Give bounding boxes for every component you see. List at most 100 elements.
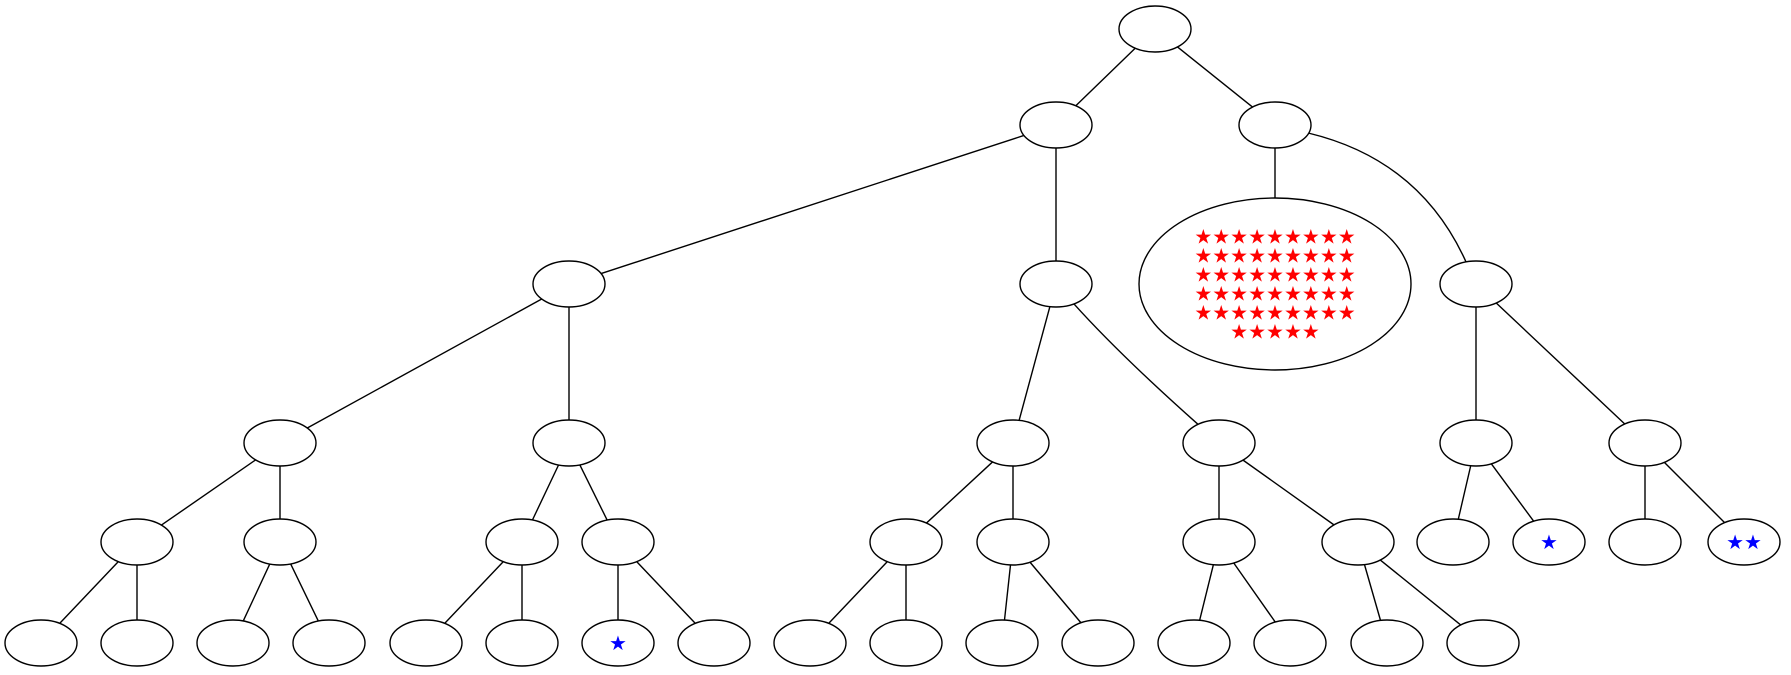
tree-node-n20 bbox=[1321, 518, 1395, 566]
node-ellipse bbox=[869, 619, 943, 667]
tree-node-n34: ★ bbox=[581, 619, 655, 667]
node-ellipse bbox=[1253, 619, 1327, 667]
star-row-1: ★★★★★★★★★ bbox=[1194, 244, 1355, 268]
star-row-4: ★★★★★★★★★ bbox=[1194, 301, 1355, 325]
tree-node-n12 bbox=[1608, 419, 1682, 467]
tree-node-n10 bbox=[1182, 419, 1256, 467]
node-ellipse bbox=[965, 619, 1039, 667]
tree-node-n38 bbox=[965, 619, 1039, 667]
node-ellipse bbox=[1608, 518, 1682, 566]
tree-node-n26 bbox=[1608, 518, 1682, 566]
node-ellipse bbox=[1512, 518, 1586, 566]
node-ellipse bbox=[243, 518, 317, 566]
node-ellipse bbox=[532, 419, 606, 467]
node-ellipse bbox=[485, 619, 559, 667]
tree-node-n41 bbox=[1253, 619, 1327, 667]
edge-n15-n32 bbox=[444, 561, 504, 624]
edge-n18-n38 bbox=[1003, 564, 1012, 621]
edge-n0-n1 bbox=[1075, 47, 1136, 107]
tree-node-n5: ★★★★★★★★★★★★★★★★★★★★★★★★★★★★★★★★★★★★★★★★… bbox=[1138, 197, 1412, 371]
edge-n11-n21 bbox=[1457, 465, 1472, 520]
node-ellipse bbox=[1608, 419, 1682, 467]
edge-n20-n42 bbox=[1363, 564, 1382, 621]
edge-n20-n43 bbox=[1379, 559, 1462, 626]
tree-node-n35 bbox=[677, 619, 751, 667]
tree-node-n30 bbox=[196, 619, 270, 667]
node-ellipse bbox=[100, 518, 174, 566]
star-icon: ★ bbox=[609, 631, 627, 655]
node-ellipse bbox=[532, 260, 606, 308]
tree-node-n25: ★ bbox=[1512, 518, 1586, 566]
tree-node-n13 bbox=[100, 518, 174, 566]
node-ellipse bbox=[100, 619, 174, 667]
tree-node-n21 bbox=[1416, 518, 1490, 566]
edge-n18-n39 bbox=[1029, 561, 1082, 624]
node-ellipse bbox=[1707, 518, 1781, 566]
star-icon: ★ bbox=[1540, 530, 1558, 554]
tree-node-n0 bbox=[1118, 5, 1192, 53]
node-ellipse bbox=[1118, 5, 1192, 53]
tree-node-n29 bbox=[100, 619, 174, 667]
edge-n9-n17 bbox=[925, 461, 994, 524]
star-row-3: ★★★★★★★★★ bbox=[1194, 282, 1355, 306]
node-ellipse bbox=[1019, 101, 1093, 149]
node-ellipse bbox=[1439, 260, 1513, 308]
tree-node-n16 bbox=[581, 518, 655, 566]
node-ellipse bbox=[1157, 619, 1231, 667]
node-ellipse bbox=[677, 619, 751, 667]
edge-n7-n13 bbox=[161, 459, 256, 526]
node-ellipse bbox=[1182, 518, 1256, 566]
edge-n8-n16 bbox=[579, 464, 608, 521]
tree-node-n8 bbox=[532, 419, 606, 467]
tree-node-n7 bbox=[243, 419, 317, 467]
edge-n14-n30 bbox=[242, 563, 271, 622]
tree-node-n6 bbox=[1439, 260, 1513, 308]
tree-node-n32 bbox=[389, 619, 463, 667]
tree-node-n42 bbox=[1350, 619, 1424, 667]
tree-node-n39 bbox=[1061, 619, 1135, 667]
edge-n16-n35 bbox=[636, 561, 696, 624]
tree-node-n37 bbox=[869, 619, 943, 667]
node-ellipse bbox=[4, 619, 78, 667]
edge-n14-n31 bbox=[290, 563, 319, 622]
node-ellipse bbox=[196, 619, 270, 667]
nodes: ★★★★★★★★★★★★★★★★★★★★★★★★★★★★★★★★★★★★★★★★… bbox=[4, 5, 1781, 667]
tree-node-n17 bbox=[869, 518, 943, 566]
node-ellipse bbox=[581, 518, 655, 566]
tree-node-n11 bbox=[1439, 419, 1513, 467]
node-ellipse bbox=[1019, 260, 1093, 308]
edge-n2-n6 bbox=[1308, 132, 1467, 263]
tree-node-n31 bbox=[292, 619, 366, 667]
node-ellipse bbox=[1138, 197, 1412, 371]
node-ellipse bbox=[976, 419, 1050, 467]
node-ellipse bbox=[243, 419, 317, 467]
star-row-5: ★★★★★ bbox=[1230, 320, 1320, 344]
edge-n8-n15 bbox=[531, 464, 560, 521]
edge-n4-n9 bbox=[1018, 306, 1051, 421]
edge-n0-n2 bbox=[1177, 46, 1253, 108]
node-ellipse bbox=[1238, 101, 1312, 149]
tree-node-n19 bbox=[1182, 518, 1256, 566]
edges bbox=[59, 46, 1726, 626]
tree-node-n1 bbox=[1019, 101, 1093, 149]
edge-n13-n28 bbox=[59, 561, 119, 624]
node-ellipse bbox=[1350, 619, 1424, 667]
tree-node-n28 bbox=[4, 619, 78, 667]
tree-node-n2 bbox=[1238, 101, 1312, 149]
star-icon: ★★ bbox=[1726, 530, 1762, 554]
node-ellipse bbox=[389, 619, 463, 667]
edge-n3-n7 bbox=[306, 298, 543, 429]
node-ellipse bbox=[773, 619, 847, 667]
tree-node-n9 bbox=[976, 419, 1050, 467]
edge-n1-n3 bbox=[600, 134, 1025, 275]
node-ellipse bbox=[292, 619, 366, 667]
tree-node-n3 bbox=[532, 260, 606, 308]
tree-node-n43 bbox=[1446, 619, 1520, 667]
node-ellipse bbox=[581, 619, 655, 667]
tree-node-n18 bbox=[976, 518, 1050, 566]
tree-node-n14 bbox=[243, 518, 317, 566]
node-ellipse bbox=[1182, 419, 1256, 467]
node-ellipse bbox=[1321, 518, 1395, 566]
